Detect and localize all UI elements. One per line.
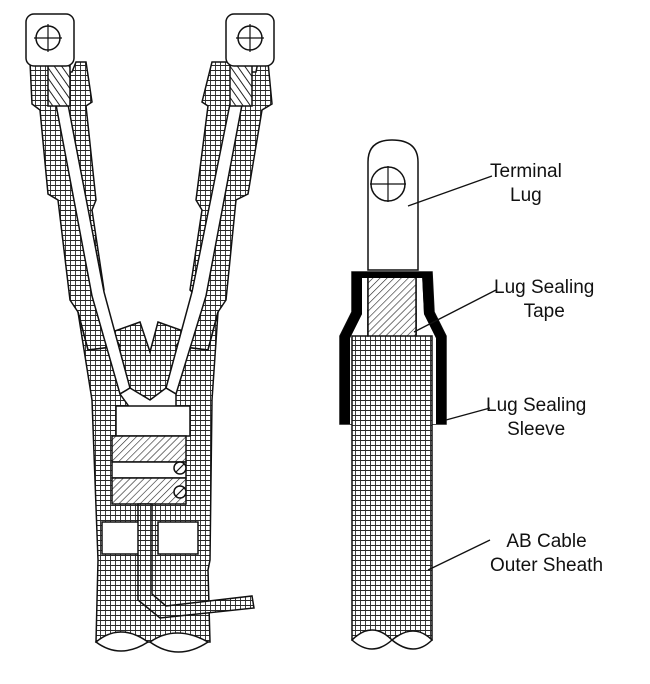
right-bottom-break <box>148 632 210 653</box>
left-terminal-lug <box>25 13 75 67</box>
leader-lug-sealing-sleeve <box>445 407 491 421</box>
leader-lines <box>407 175 497 571</box>
earth-lead <box>137 503 255 619</box>
leader-lug-sealing-tape <box>413 289 497 333</box>
lug-sealing-tape-label: Lug Sealing Tape <box>494 276 594 324</box>
terminal-lug <box>367 139 419 271</box>
leader-outer-sheath <box>427 539 491 571</box>
right-terminal-lug <box>225 13 275 67</box>
lug-sealing-sleeve-label-line2: Sleeve <box>507 419 566 440</box>
right-termination-assembly <box>339 139 447 650</box>
tape-overlay <box>367 273 417 337</box>
ab-cable-outer-sheath <box>351 309 433 641</box>
outer-sheath-label-line1: AB Cable <box>506 531 587 552</box>
terminal-lug-label: Terminal Lug <box>490 160 562 208</box>
lug-sealing-tape-label-line2: Tape <box>523 301 565 322</box>
left-window <box>101 521 145 555</box>
lug-sealing-tape-label-line1: Lug Sealing <box>494 277 595 298</box>
core-collar <box>115 405 191 437</box>
left-termination-assembly <box>25 13 275 653</box>
outer-sheath-label: AB Cable Outer Sheath <box>490 530 603 578</box>
sleeve-top-band <box>352 272 432 278</box>
left-bottom-break <box>94 631 150 652</box>
outer-sheath-label-line2: Outer Sheath <box>490 555 604 576</box>
clamp-band-upper <box>111 435 187 463</box>
leader-terminal-lug <box>407 175 493 207</box>
right-window <box>157 521 199 555</box>
sleeve-right-edge <box>422 272 446 424</box>
sleeve-left-edge <box>340 272 362 424</box>
lug-sealing-sleeve-label: Lug Sealing Sleeve <box>486 394 586 442</box>
terminal-lug-label-line1: Terminal <box>490 161 562 182</box>
lug-sealing-sleeve-label-line1: Lug Sealing <box>486 395 587 416</box>
sheath-bottom-break-2 <box>390 630 434 650</box>
terminal-lug-label-line2: Lug <box>510 185 542 206</box>
